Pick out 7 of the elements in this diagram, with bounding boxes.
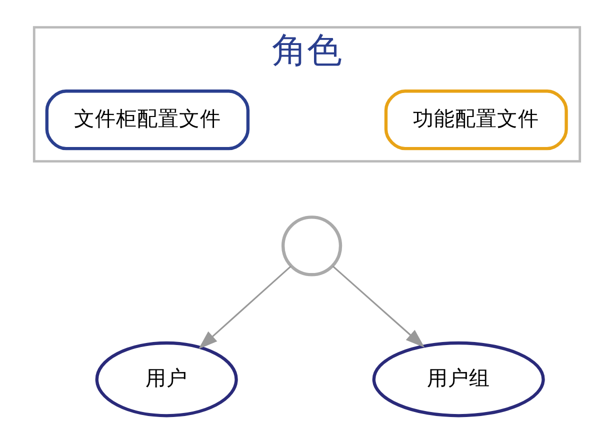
node-circle [281,216,342,276]
node-ellipse: 用户组 [372,341,545,418]
arrow [198,266,292,350]
node-box: 文件柜配置文件 [45,90,250,150]
node-box: 功能配置文件 [384,90,568,150]
arrow [332,266,425,348]
node-ellipse: 用户 [95,341,238,418]
